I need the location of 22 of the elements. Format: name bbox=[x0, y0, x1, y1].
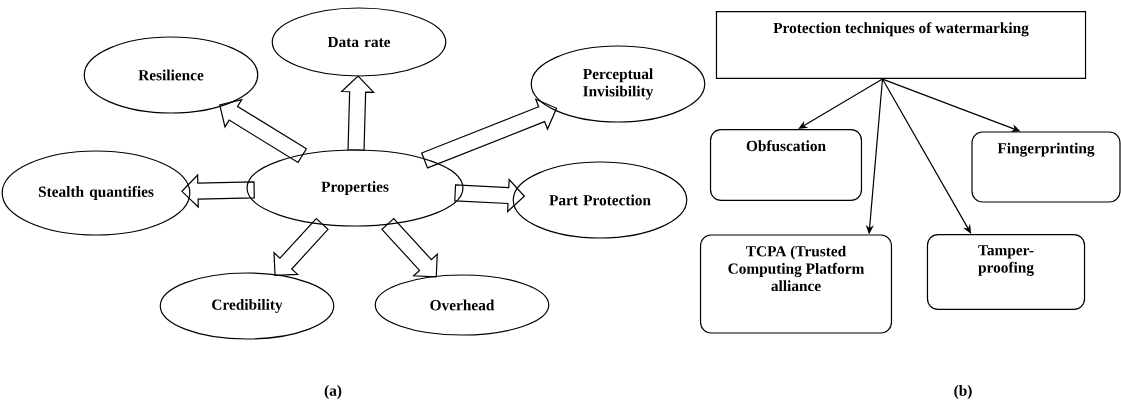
process-box: TCPA (Trusted Computing Platform alliance bbox=[699, 234, 893, 334]
block-arrow bbox=[340, 75, 376, 151]
title-box: Protection techniques of watermarking bbox=[715, 10, 1087, 80]
process-box: Tamper-proofing bbox=[926, 233, 1086, 311]
ellipse-node: Perceptual Invisibility bbox=[530, 45, 706, 123]
ellipse-node: Data rate bbox=[271, 7, 447, 77]
ellipse-node: Part Protection bbox=[512, 161, 688, 239]
ellipse-node: Credibility bbox=[159, 272, 335, 340]
panel-label: (b) bbox=[954, 385, 972, 399]
ellipse-node: Resilience bbox=[83, 36, 259, 114]
block-arrow bbox=[454, 178, 526, 213]
block-arrow bbox=[273, 217, 329, 276]
block-arrow bbox=[181, 173, 255, 209]
arrow bbox=[798, 78, 884, 129]
panel-label: (a) bbox=[324, 385, 342, 399]
ellipse-node: Properties bbox=[246, 149, 464, 227]
block-arrow bbox=[381, 217, 438, 278]
ellipse-node: Overhead bbox=[374, 274, 550, 336]
arrow bbox=[881, 78, 972, 234]
process-box: Fingerprinting bbox=[971, 131, 1121, 203]
ellipse-node: Stealth quantifies bbox=[1, 150, 191, 236]
process-box: Obfuscation bbox=[709, 128, 863, 202]
